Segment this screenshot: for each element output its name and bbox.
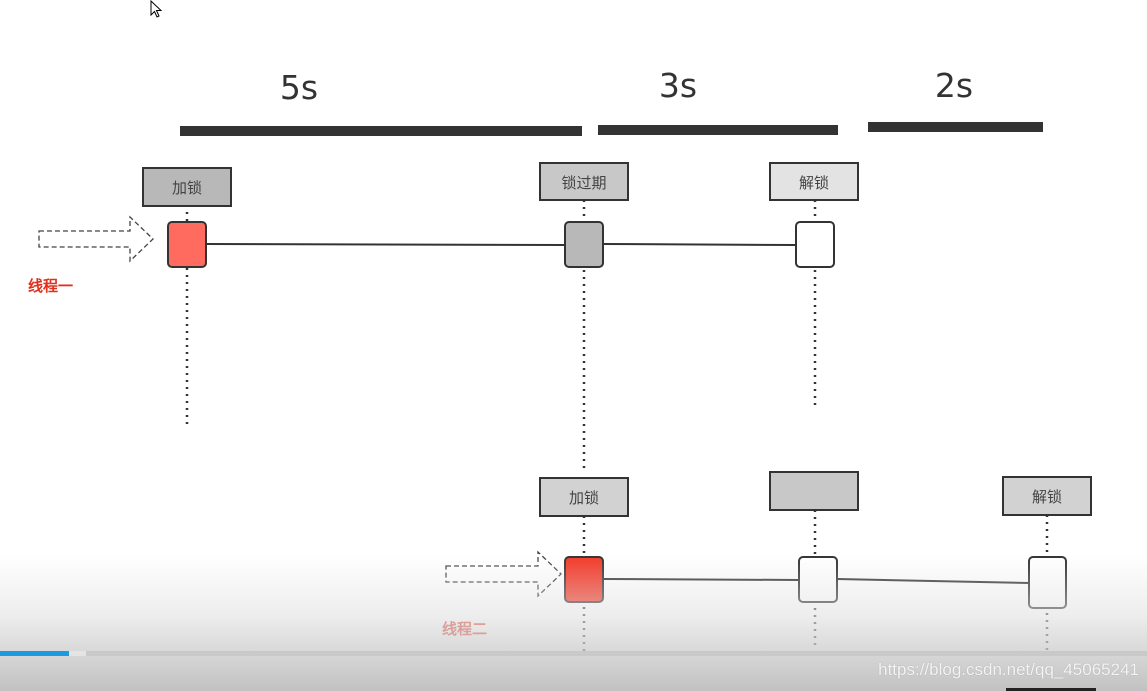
mouse-cursor-icon: [150, 0, 163, 18]
event-box-unlock: [1002, 476, 1092, 516]
video-progress-bar[interactable]: [0, 651, 1147, 656]
duration-bar-2s: [868, 122, 1043, 132]
entry-arrow-icon: [38, 215, 154, 263]
marker-lock-red: [167, 221, 207, 268]
thread-two: 加锁 解锁 线程二: [442, 471, 1092, 652]
event-label-lock: 加锁: [172, 179, 202, 197]
duration-label-5s: 5s: [280, 68, 318, 107]
duration-bar-3s: [598, 125, 838, 135]
marker-middle-white: [798, 556, 838, 603]
thread-one-label: 线程一: [28, 277, 73, 295]
event-box-lock: [142, 167, 232, 207]
entry-arrow-icon: [445, 550, 562, 598]
duration-bar-5s: [180, 126, 582, 136]
timeline-connector: [205, 243, 567, 246]
event-label-expire: 锁过期: [561, 174, 606, 192]
marker-unlock-white: [795, 221, 835, 268]
event-box-expire: [539, 162, 629, 201]
marker-lock-red: [564, 556, 604, 603]
timeline-connector: [602, 243, 797, 246]
duration-label-2s: 2s: [935, 66, 973, 105]
marker-expire-gray: [564, 221, 604, 268]
event-box-middle: [769, 471, 859, 511]
thread-one: 加锁 锁过期 解锁 线程一: [28, 162, 859, 468]
watermark-text: https://blog.csdn.net/qq_45065241: [878, 660, 1139, 679]
event-box-unlock: [769, 162, 859, 201]
video-progress-fill: [0, 651, 69, 656]
event-label-unlock: 解锁: [1032, 488, 1062, 506]
event-label-unlock: 解锁: [799, 174, 829, 192]
timeline-connector: [836, 578, 1030, 584]
event-box-lock: [539, 477, 629, 517]
thread-two-label: 线程二: [442, 620, 487, 638]
timeline-connector: [602, 578, 800, 581]
marker-unlock-white: [1028, 556, 1067, 609]
duration-label-3s: 3s: [659, 66, 697, 105]
control-strip: [1006, 688, 1096, 691]
event-label-lock: 加锁: [569, 489, 599, 507]
